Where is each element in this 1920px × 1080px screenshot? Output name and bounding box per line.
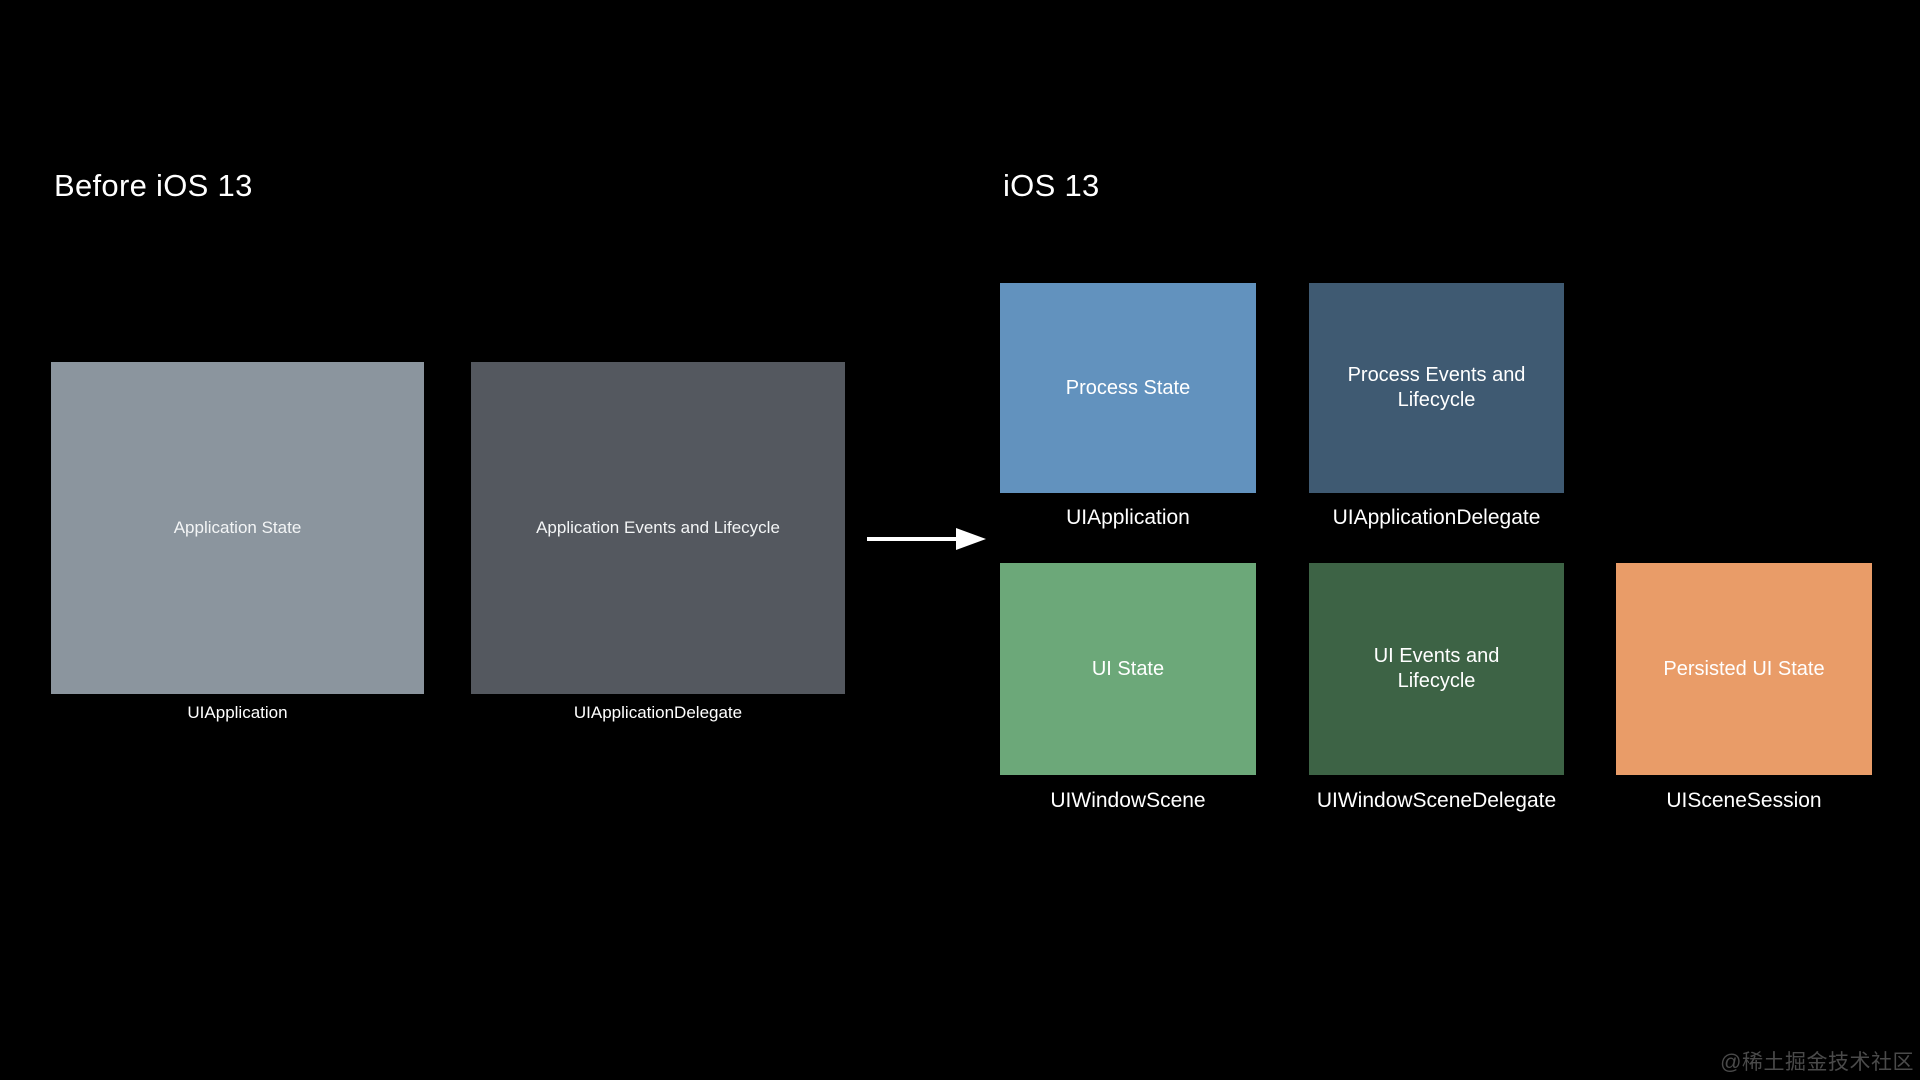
box-ui-state: UI State (1000, 563, 1256, 775)
box-ui-events-lifecycle-text: UI Events and Lifecycle (1373, 645, 1500, 692)
caption-uiwindowscenedelegate: UIWindowSceneDelegate (1316, 789, 1557, 812)
section-title-before-ios13: Before iOS 13 (54, 168, 253, 203)
caption-uiapplicationdelegate-old: UIApplicationDelegate (573, 703, 743, 722)
caption-uiapplication-old: UIApplication (187, 703, 288, 722)
caption-uiapplicationdelegate-new: UIApplicationDelegate (1332, 506, 1541, 529)
caption-uiapplication-new: UIApplication (1066, 506, 1190, 529)
caption-uiwindowscene: UIWindowScene (1050, 789, 1206, 812)
box-application-state: Application State (51, 362, 424, 694)
box-persisted-ui-state-text: Persisted UI State (1663, 657, 1825, 680)
box-process-state-text: Process State (1065, 376, 1191, 399)
watermark-text: @稀土掘金技术社区 (1720, 1051, 1914, 1074)
box-process-events-lifecycle-text: Process Events and Lifecycle (1347, 364, 1526, 411)
box-process-state: Process State (1000, 283, 1256, 493)
box-ui-events-lifecycle: UI Events and Lifecycle (1309, 563, 1564, 775)
section-title-ios13: iOS 13 (1003, 168, 1100, 203)
right-arrow-icon (867, 528, 986, 550)
box-application-events-lifecycle: Application Events and Lifecycle (471, 362, 845, 694)
box-ui-state-text: UI State (1091, 657, 1165, 680)
caption-uiscenesession: UISceneSession (1666, 789, 1822, 812)
box-process-events-lifecycle: Process Events and Lifecycle (1309, 283, 1564, 493)
box-persisted-ui-state: Persisted UI State (1616, 563, 1872, 775)
box-application-state-text: Application State (173, 518, 302, 538)
box-application-events-lifecycle-text: Application Events and Lifecycle (536, 518, 780, 538)
